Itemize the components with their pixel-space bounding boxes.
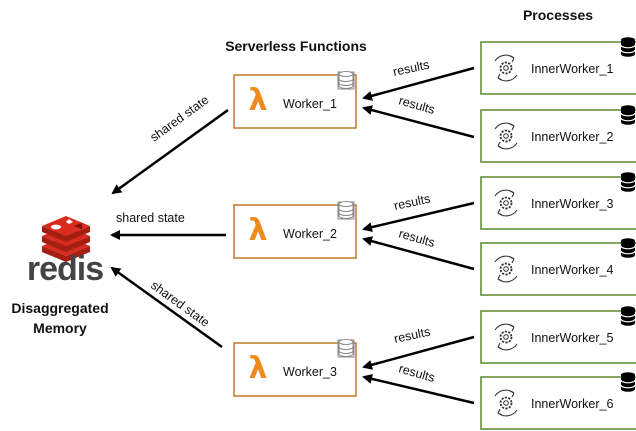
shared-state-label: shared state <box>148 278 212 330</box>
inner-worker-label: InnerWorker_1 <box>531 62 613 76</box>
inner-worker-box: InnerWorker_2 <box>480 105 636 163</box>
worker-label: Worker_2 <box>283 227 337 241</box>
redis-logo: redis <box>27 216 104 288</box>
database-icon <box>620 372 636 392</box>
lambda-icon: λ <box>249 213 268 248</box>
serverless-functions-title: Serverless Functions <box>225 38 367 54</box>
inner-worker-label: InnerWorker_5 <box>531 331 613 345</box>
results-label: results <box>397 226 436 250</box>
results-label: results <box>397 361 436 385</box>
redis-cube-icon <box>42 216 90 262</box>
lambda-icon: λ <box>249 83 268 118</box>
worker-label: Worker_1 <box>283 97 337 111</box>
worker-box: λ Worker_3 <box>233 339 357 397</box>
results-arrow <box>362 105 475 139</box>
worker-box: λ Worker_1 <box>233 71 357 129</box>
database-icon <box>337 201 355 220</box>
gear-cycle-icon <box>494 389 518 417</box>
database-icon <box>620 172 636 192</box>
gear-cycle-icon <box>494 122 518 150</box>
gear-cycle-icon <box>494 255 518 283</box>
shared-state-label: shared state <box>116 211 185 225</box>
results-arrow <box>362 373 475 405</box>
database-icon <box>337 71 355 90</box>
inner-worker-label: InnerWorker_2 <box>531 130 613 144</box>
gear-cycle-icon <box>494 323 518 351</box>
database-icon <box>620 105 636 125</box>
gear-cycle-icon <box>494 54 518 82</box>
shared-state-arrow <box>111 108 229 195</box>
memory-title-line2: Memory <box>33 320 87 336</box>
shared-state-label: shared state <box>148 93 212 145</box>
memory-title-line1: Disaggregated <box>11 300 108 316</box>
inner-worker-label: InnerWorker_4 <box>531 263 613 277</box>
redis-wordmark: redis <box>27 250 103 288</box>
results-arrow <box>362 201 475 233</box>
inner-worker-box: InnerWorker_4 <box>480 238 636 296</box>
results-arrow <box>362 335 475 370</box>
database-icon <box>620 238 636 258</box>
results-arrow <box>362 236 475 271</box>
results-label: results <box>392 58 431 79</box>
inner-worker-box: InnerWorker_1 <box>480 37 636 95</box>
gear-cycle-icon <box>494 189 518 217</box>
lambda-icon: λ <box>249 351 268 386</box>
results-arrow <box>362 66 475 101</box>
inner-worker-box: InnerWorker_3 <box>480 172 636 230</box>
worker-box: λ Worker_2 <box>233 201 357 259</box>
inner-worker-label: InnerWorker_6 <box>531 397 613 411</box>
results-label: results <box>397 93 436 117</box>
worker-label: Worker_3 <box>283 365 337 379</box>
processes-title: Processes <box>523 7 593 23</box>
database-icon <box>337 339 355 358</box>
inner-worker-box: InnerWorker_5 <box>480 306 636 364</box>
shared-state-arrow <box>110 266 223 349</box>
database-icon <box>620 37 636 57</box>
inner-worker-box: InnerWorker_6 <box>480 372 636 430</box>
inner-worker-label: InnerWorker_3 <box>531 197 613 211</box>
results-label: results <box>393 325 432 346</box>
database-icon <box>620 306 636 326</box>
results-label: results <box>393 192 432 213</box>
